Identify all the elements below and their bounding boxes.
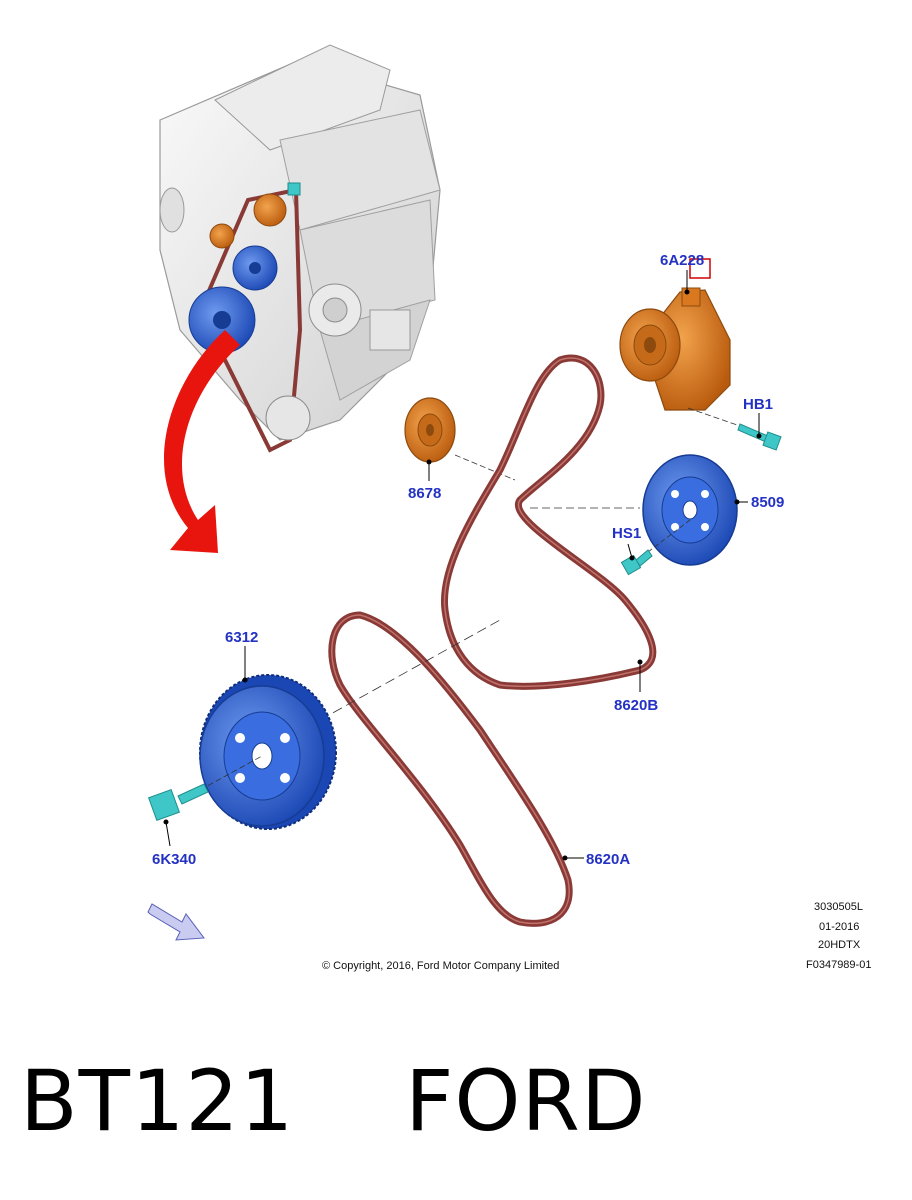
- label-water-pump-bolt: HS1: [612, 525, 641, 542]
- meta-figure-id: F0347989-01: [806, 959, 871, 971]
- label-belt-b: 8620B: [614, 697, 658, 714]
- copyright-notice: © Copyright, 2016, Ford Motor Company Li…: [322, 960, 559, 972]
- tensioner-bolt-part: [687, 407, 782, 451]
- label-belt-a: 8620A: [586, 851, 630, 868]
- crank-bolt-part: [147, 755, 263, 822]
- highlight-box: [689, 258, 711, 279]
- crankshaft-pulley-part: [199, 619, 501, 830]
- view-direction-arrow: [147, 903, 205, 941]
- belt-8620a: [328, 611, 573, 927]
- label-water-pump-pulley: 8509: [751, 494, 784, 511]
- meta-model: 20HDTX: [818, 939, 861, 951]
- label-idler-pulley: 8678: [408, 485, 441, 502]
- meta-date: 01-2016: [819, 921, 859, 933]
- belt-8620b: [440, 354, 657, 690]
- leader-lines: [163, 270, 762, 861]
- meta-ref-code: 3030505L: [814, 901, 863, 913]
- label-tensioner: 6A228: [660, 252, 704, 269]
- idler-pulley-part: [404, 397, 516, 481]
- water-pump-pulley-part: [530, 454, 738, 566]
- label-crankshaft-pulley: 6312: [225, 629, 258, 646]
- label-crank-bolt: 6K340: [152, 851, 196, 868]
- belt-drive-diagram: 6A228 HB1 8678 8509 HS1 6312 8620B 6K340…: [147, 44, 871, 972]
- label-tensioner-bolt: HB1: [743, 396, 773, 413]
- red-arrow: [163, 330, 240, 553]
- water-pump-bolt-part: [620, 519, 691, 576]
- tensioner-part: [619, 287, 731, 411]
- product-title: BT121 FORD: [20, 1052, 647, 1150]
